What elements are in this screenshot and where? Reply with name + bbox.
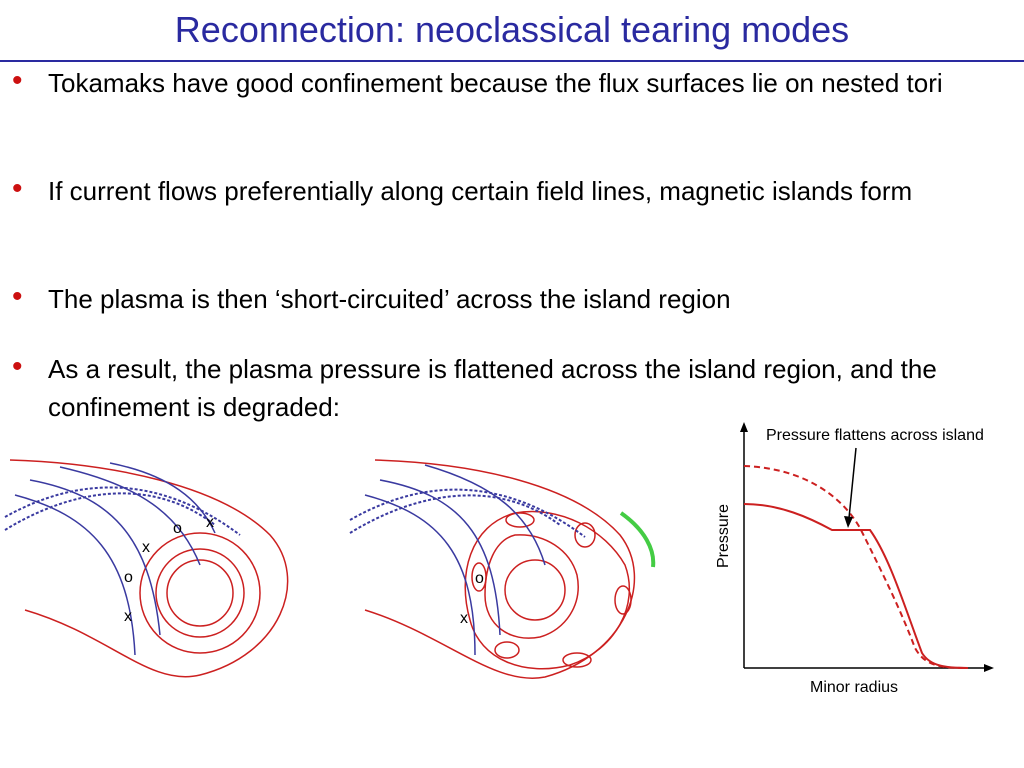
field-line [109,462,216,534]
o-point-marker: o [124,569,133,586]
o-point-marker: o [475,570,484,587]
bullet-text: If current flows preferentially along ce… [48,176,913,206]
bullet-item: • Tokamaks have good confinement because… [0,64,1020,102]
island-separatrix [464,510,631,670]
title-rule [0,60,1024,62]
rotation-arrow [619,511,656,568]
plot-annotation: Pressure flattens across island [766,427,984,444]
bullet-text: Tokamaks have good confinement because t… [48,68,943,98]
o-point-marker: o [173,520,182,537]
bullet-dot: • [12,280,23,313]
x-axis-arrowhead [984,664,994,672]
field-line [349,494,561,534]
x-point-marker: x [206,514,214,531]
x-point-marker: x [460,610,468,627]
bullet-dot: • [12,172,23,205]
field-line [59,466,201,566]
flattened-pressure-curve [743,503,969,669]
magnetic-island [614,585,632,615]
annotation-arrow [848,447,857,519]
slide-title: Reconnection: neoclassical tearing modes [174,9,850,50]
field-line [364,494,476,656]
x-point-marker: x [124,608,132,625]
bullet-dot: • [12,350,23,383]
magnetic-islands-diagram: o x [349,459,656,679]
field-line [4,486,241,536]
bullet-item: • As a result, the plasma pressure is fl… [0,350,1020,426]
field-line [379,479,501,636]
x-point-marker: x [142,539,150,556]
bullet-text: As a result, the plasma pressure is flat… [48,354,937,422]
bullet-item: • If current flows preferentially along … [0,172,1020,210]
flux-surface-middle [155,548,245,638]
bullet-text: The plasma is then ‘short-circuited’ acr… [48,284,731,314]
magnetic-island [562,652,592,668]
flux-surface-inner [484,534,579,639]
unperturbed-pressure-curve [743,465,969,669]
nested-tori-diagram: o o x x x [4,459,289,678]
magnetic-island [574,522,596,548]
torus-outline [9,459,289,678]
magnetic-island [505,512,535,528]
y-axis-label: Pressure [715,504,732,568]
bullet-item: • The plasma is then ‘short-circuited’ a… [0,280,1020,318]
field-line [29,479,161,636]
field-line [4,492,216,531]
field-line [424,464,546,566]
torus-outline [364,459,636,679]
magnetic-island [471,562,487,592]
field-line [14,494,136,656]
y-axis-arrowhead [740,422,748,432]
annotation-arrowhead [844,516,853,528]
magnetic-island [494,641,520,659]
field-line [349,488,586,538]
flux-surface-inner [166,559,234,627]
pressure-profile-plot: Pressure flattens across island Pressure… [715,422,994,696]
flux-surface-core [504,559,566,621]
flux-surface-outer [139,532,261,654]
x-axis-label: Minor radius [810,679,898,696]
bullet-dot: • [12,64,23,97]
